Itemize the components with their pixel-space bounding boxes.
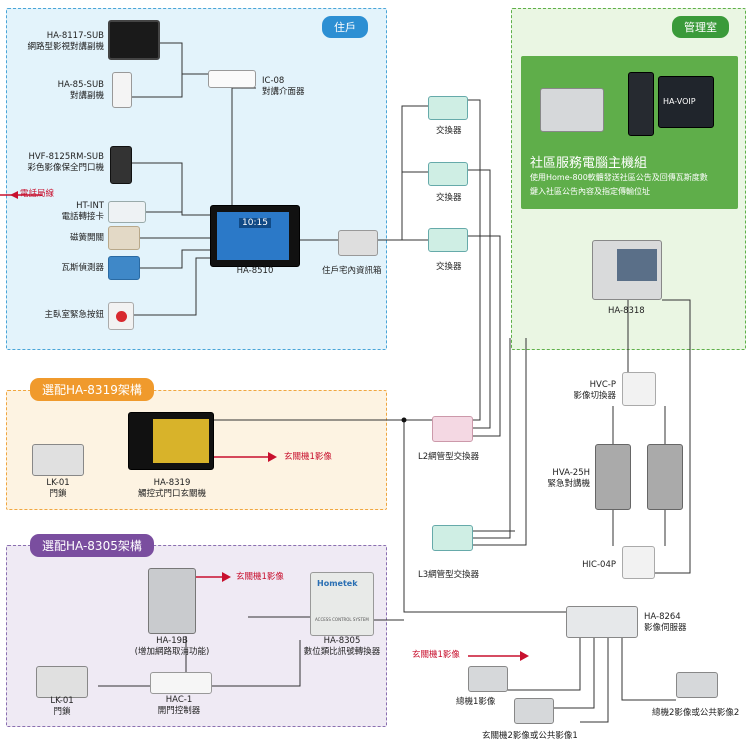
- hic04p-device: [622, 546, 655, 579]
- pc-monitor-icon: HA-VOIP: [658, 76, 714, 128]
- reed-switch-device: [108, 226, 140, 250]
- hic04p-label: HIC-04P: [582, 560, 616, 570]
- printer-icon: [540, 88, 604, 132]
- htint-device: [108, 201, 146, 223]
- service-group-desc-1: 使用Home-800軟體發送社區公告及回傳瓦斯度數: [530, 173, 708, 182]
- ha8319-device: [128, 412, 214, 470]
- camera-2-label: 玄關機2影像或公共影像1: [482, 731, 578, 741]
- management-zone-title: 管理室: [672, 16, 729, 38]
- emergency-button-label: 主臥室緊急按鈕: [44, 310, 104, 320]
- l3-switch-label: L3網管型交換器: [418, 570, 480, 580]
- ha8305-plate: ACCESS CONTROL SYSTEM: [315, 617, 369, 622]
- infobox-device: [338, 230, 378, 256]
- wire-8117-ic08: [160, 42, 208, 75]
- ha8305-device: Hometek ACCESS CONTROL SYSTEM: [310, 572, 374, 636]
- ha8510-device: 10:15: [210, 205, 300, 267]
- switch-1-label: 交換器: [436, 126, 462, 136]
- wire-l3-mgmt: [473, 338, 527, 546]
- camera-3-label: 總機2影像或公共影像2: [652, 708, 740, 718]
- ha8510-screen: 10:15: [217, 212, 289, 260]
- ha8117-device: [108, 20, 160, 60]
- hva25h-device-2: [647, 444, 683, 510]
- service-group-desc-2: 鍵入社區公告內容及指定傳輸位址: [530, 187, 650, 196]
- phone-line-label: 電話局線: [20, 189, 55, 199]
- switch-1: [428, 96, 468, 120]
- opt8319-arrow-label: 玄關機1影像: [284, 452, 332, 462]
- ha8510-label: HA-8510: [236, 266, 274, 276]
- switch-3-label: 交換器: [436, 262, 462, 272]
- service-group-title: 社區服務電腦主機組: [530, 156, 648, 171]
- ha19b-label: HA-19B(增加網路取消功能): [134, 636, 210, 657]
- ha19b-device: [148, 568, 196, 634]
- hvcp-device: [622, 372, 656, 406]
- hvf-device: [110, 146, 132, 184]
- option-8305-zone-title: 選配HA-8305架構: [30, 534, 154, 557]
- camera-2-icon: [514, 698, 554, 724]
- emergency-button-device: [108, 302, 134, 330]
- gas-detector-label: 瓦斯偵測器: [61, 263, 104, 273]
- infobox-label: 住戶宅內資訊箱: [322, 266, 382, 276]
- ha8510-clock: 10:15: [239, 218, 271, 228]
- camera-1-icon: [468, 666, 508, 692]
- cctv-arrow-label: 玄關機1影像: [412, 650, 460, 660]
- ha8319-screen: [153, 419, 209, 463]
- wire-infobox-switch1: [378, 105, 428, 241]
- pc-tower-icon: [628, 72, 654, 136]
- hva25h-device-1: [595, 444, 631, 510]
- switch-2-label: 交換器: [436, 193, 462, 203]
- wire-ic08-8510: [231, 87, 256, 205]
- ha85-device: [112, 72, 132, 108]
- l2-switch-label: L2網管型交換器: [418, 452, 480, 462]
- ic08-device: [208, 70, 256, 88]
- lk01-device-a: [32, 444, 84, 476]
- pc-label: HA-VOIP: [663, 97, 696, 106]
- ha8318-screen: [617, 249, 657, 281]
- l3-switch-device: [432, 525, 473, 551]
- ha8305-brand: Hometek: [317, 579, 358, 588]
- resident-zone-title: 住戶: [322, 16, 368, 38]
- switch-3: [428, 228, 468, 252]
- gas-detector-device: [108, 256, 140, 280]
- reed-switch-label: 磁簧開關: [69, 233, 104, 243]
- ha8318-label: HA-8318: [608, 306, 645, 316]
- ha8318-device: [592, 240, 662, 300]
- l2-switch-device: [432, 416, 473, 442]
- camera-1-label: 總機1影像: [456, 697, 496, 707]
- opt8305-arrow-label: 玄關機1影像: [236, 572, 284, 582]
- hac1-device: [150, 672, 212, 694]
- ha8264-device: [566, 606, 638, 638]
- lk01-device-b: [36, 666, 88, 698]
- switch-2: [428, 162, 468, 186]
- camera-3-icon: [676, 672, 718, 698]
- option-8319-zone-title: 選配HA-8319架構: [30, 378, 154, 401]
